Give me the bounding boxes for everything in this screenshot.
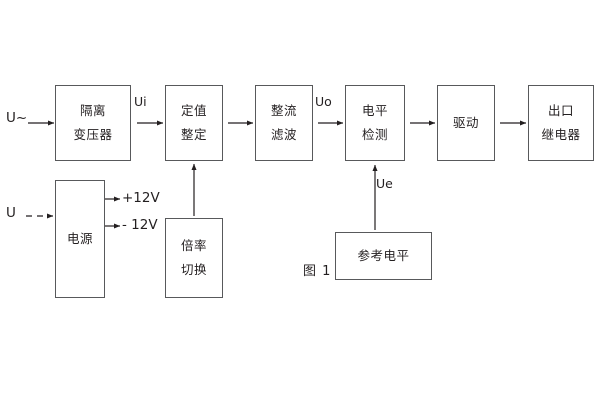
label-ac-input: U~ — [6, 110, 28, 126]
label-ui: Ui — [134, 94, 147, 109]
block-rectifier-filter-line2: 滤波 — [270, 126, 297, 142]
block-value-setting-line1: 定值 — [180, 103, 207, 118]
block-power-supply-line1: 电源 — [66, 230, 93, 246]
block-level-detection-line2: 检测 — [361, 126, 388, 142]
figure-caption: 图 1 — [303, 264, 332, 279]
block-rectifier-filter: 整流 滤波 — [255, 85, 313, 161]
block-drive: 驱动 — [437, 85, 495, 161]
block-value-setting-line2: 整定 — [180, 126, 207, 142]
block-multiplier-switch: 倍率 切换 — [165, 218, 223, 298]
block-reference-level: 参考电平 — [335, 232, 432, 280]
label-ue: Ue — [376, 176, 393, 191]
label-plus-12v: +12V — [122, 190, 160, 206]
block-reference-level-line1: 参考电平 — [357, 247, 410, 263]
label-uo: Uo — [315, 94, 332, 109]
block-multiplier-switch-line2: 切换 — [180, 261, 207, 277]
block-output-relay: 出口 继电器 — [528, 85, 594, 161]
block-level-detection-line1: 电平 — [361, 103, 388, 118]
label-minus-12v: - 12V — [122, 217, 158, 233]
label-dc-input: U — [6, 205, 16, 221]
block-output-relay-line2: 继电器 — [541, 126, 581, 142]
block-value-setting: 定值 整定 — [165, 85, 223, 161]
block-multiplier-switch-line1: 倍率 — [180, 238, 207, 253]
block-isolation-transformer-line1: 隔离 — [79, 103, 106, 118]
block-rectifier-filter-line1: 整流 — [270, 103, 297, 118]
block-drive-line1: 驱动 — [452, 114, 479, 130]
block-power-supply: 电源 — [55, 180, 105, 298]
block-isolation-transformer: 隔离 变压器 — [55, 85, 131, 161]
block-level-detection: 电平 检测 — [345, 85, 405, 161]
block-isolation-transformer-line2: 变压器 — [73, 126, 113, 142]
block-output-relay-line1: 出口 — [547, 103, 574, 118]
